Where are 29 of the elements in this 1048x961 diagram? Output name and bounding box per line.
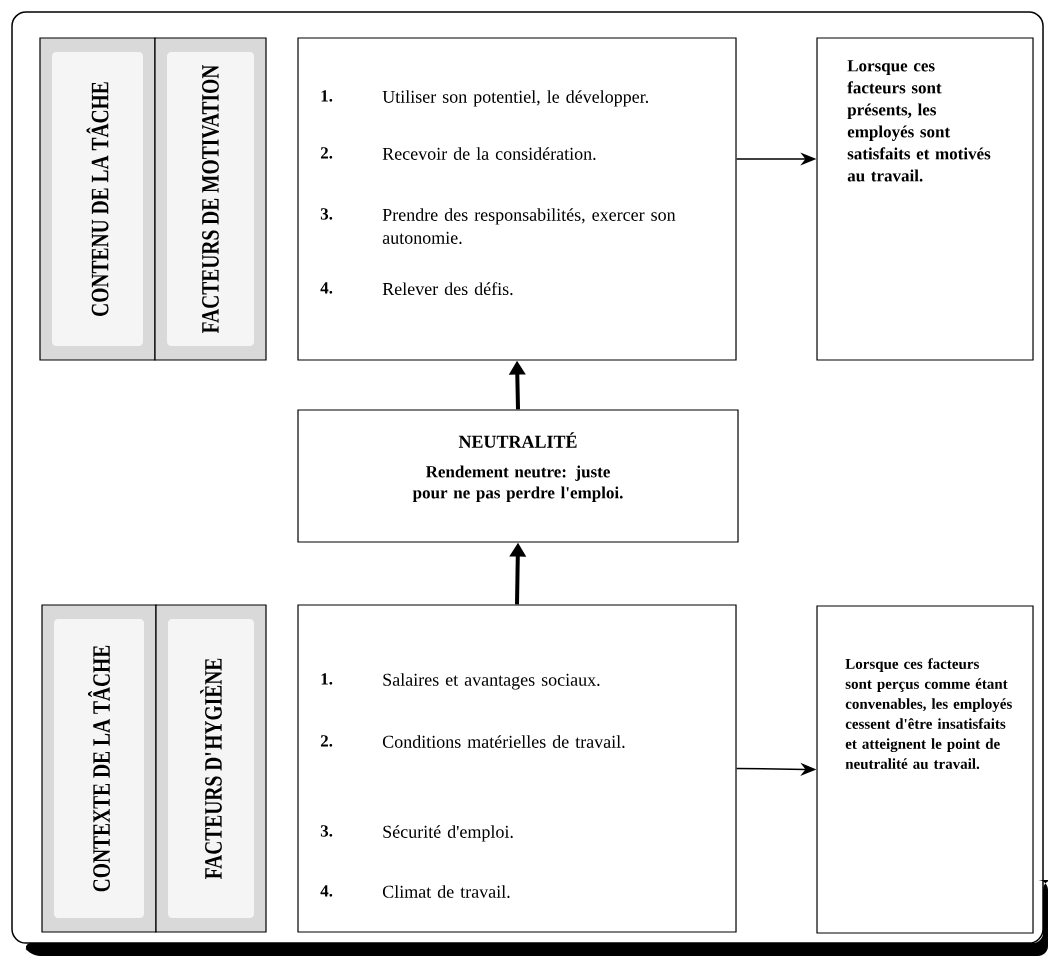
item-number: 2. [320, 735, 333, 747]
outcome-box [816, 37, 1034, 361]
category-band: FACTEURS DE MOTIVATION [154, 37, 267, 361]
item-text: Recevoir de la considération. [382, 147, 596, 160]
item-number: 3. [320, 825, 333, 837]
box-heading: NEUTRALITÉ [458, 432, 577, 448]
category-band: CONTEXTE DE LA TÂCHE [41, 604, 157, 933]
outcome-box [816, 605, 1034, 934]
box-text: Rendement neutre: juste pour ne pas perdre l'emploi. [412, 465, 623, 502]
item-number: 4. [320, 885, 333, 897]
item-number: 1. [321, 673, 333, 685]
factor-box [297, 604, 737, 933]
item-text: Salaires et avantages sociaux. [383, 673, 600, 690]
item-number: 1. [321, 90, 333, 102]
item-text: Relever des défis. [382, 282, 513, 296]
category-band: FACTEURS D'HYGIÈNE [155, 604, 267, 933]
item-text: Utiliser son potentiel, le développer. [382, 90, 648, 107]
item-text: Climat de travail. [382, 885, 510, 898]
factor-box [297, 37, 737, 361]
outcome-text: Lorsque ces facteurs sont présents, les employés sont satisfaits et motivés au travail. [847, 60, 991, 182]
outcome-text: Lorsque ces facteurs sont perçus comme étant convenables, les employés cessent d'être insatisfaits et atteignent le point de neutralité au travail. [845, 658, 1012, 769]
category-band: CONTENU DE LA TÂCHE [39, 37, 156, 361]
neutral-box [297, 409, 739, 543]
item-number: 2. [320, 147, 333, 159]
item-text: Sécurité d'emploi. [383, 825, 513, 842]
item-number: 3. [320, 208, 333, 220]
item-text: Conditions matérielles de travail. [382, 735, 625, 748]
item-number: 4. [320, 282, 333, 294]
item-text: Prendre des responsabilités, exercer son autonomie. [382, 208, 676, 244]
